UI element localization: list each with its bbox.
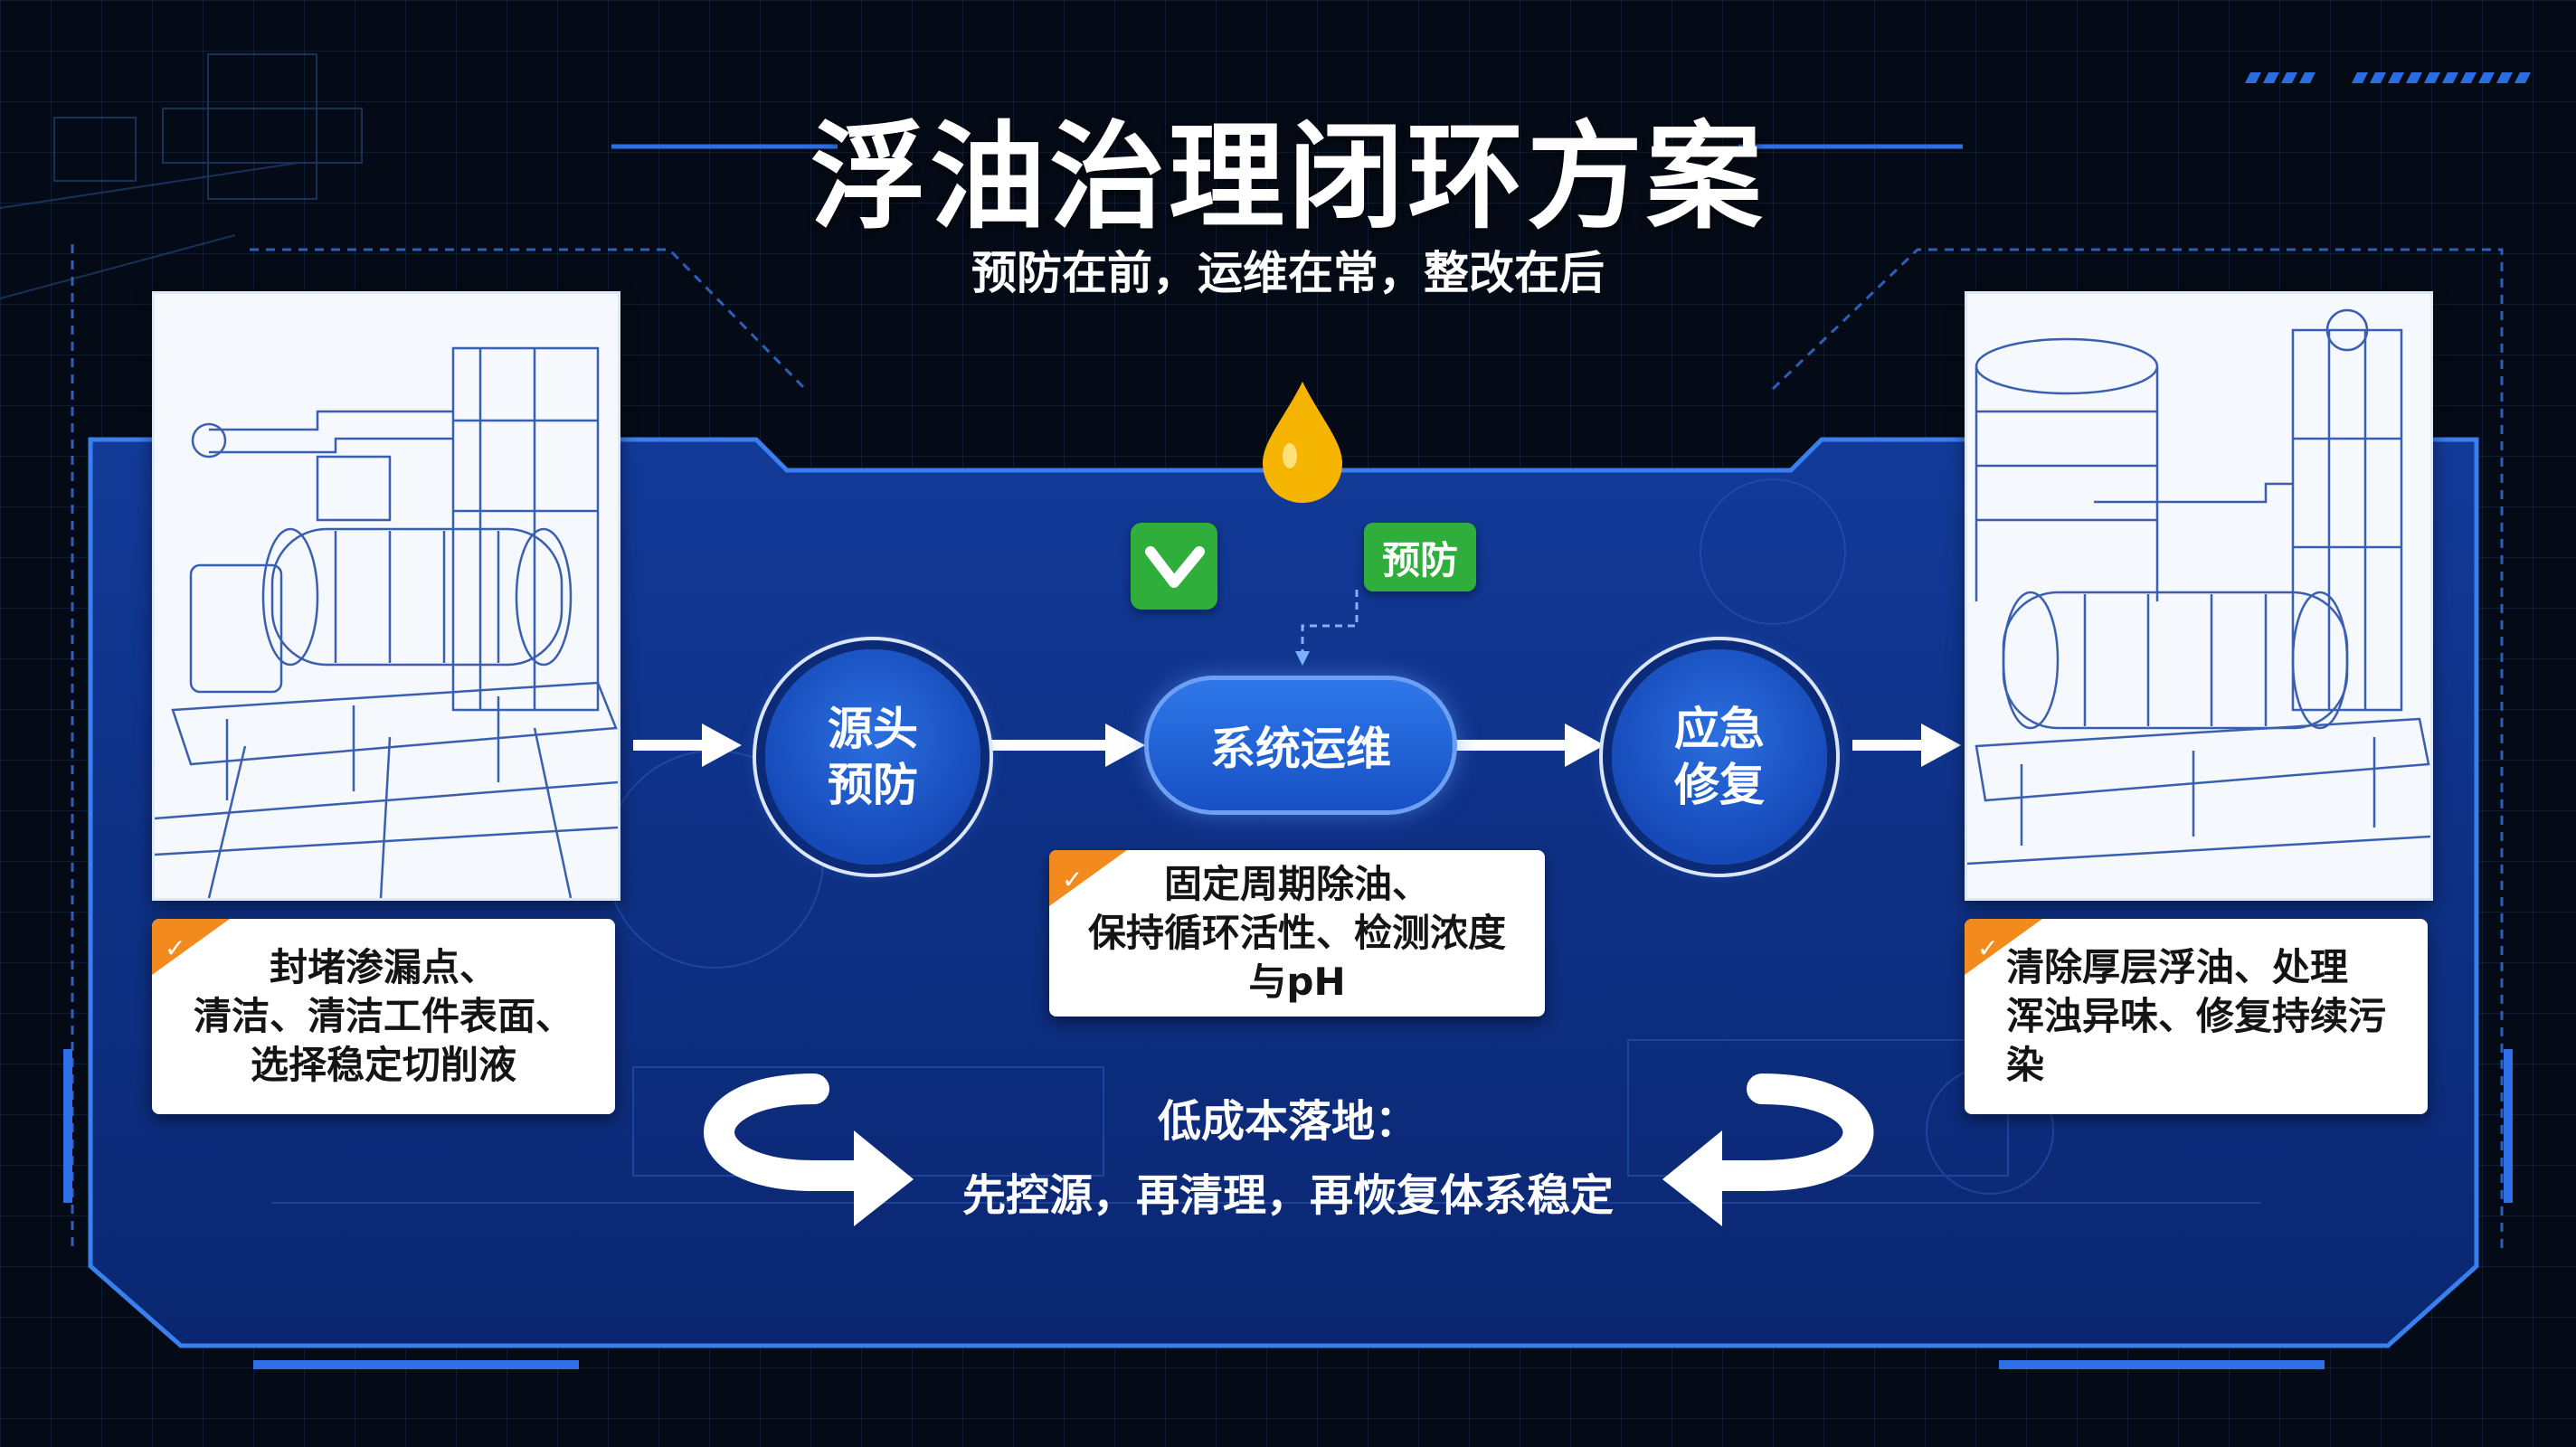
low-cost-heading: 低成本落地： [1157, 1096, 1418, 1147]
blueprint-decoration-left [0, 53, 363, 299]
page-subtitle: 预防在前，运维在常，整改在后 [971, 247, 1605, 299]
card-center-line-1: 固定周期除油、 [1163, 862, 1430, 906]
card-emergency-repair: ✓ 清除厚层浮油、处理 浑浊异味、修复持续污 染 [1965, 919, 2428, 1114]
flow-arrows [633, 724, 1961, 767]
equipment-sketch-right [1965, 291, 2433, 901]
card-source-prevention: ✓ 封堵渗漏点、 清洁、清洁工件表面、 选择稳定切削液 [152, 919, 615, 1114]
bottom-bar-right [1999, 1360, 2325, 1369]
node-source-prevention-line-1: 源头 [828, 703, 918, 755]
card-left-line-2: 清洁、清洁工件表面、 [193, 994, 573, 1038]
card-right-line-1: 清除厚层浮油、处理 [2005, 945, 2348, 989]
card-left-line-3: 选择稳定切削液 [250, 1043, 516, 1087]
checkmark-icon [1145, 546, 1205, 588]
bottom-bar-left [253, 1360, 579, 1369]
page-title: 浮油治理闭环方案 [810, 110, 1766, 245]
arrow-right-icon [633, 724, 742, 767]
card-right-line-2: 浑浊异味、修复持续污 [2005, 994, 2386, 1038]
node-source-prevention: 源头 预防 [765, 649, 980, 865]
low-cost-summary: 先控源，再清理，再恢复体系稳定 [961, 1170, 1614, 1221]
oil-drop-icon [1263, 382, 1342, 503]
node-emergency-repair-line-1: 应急 [1674, 703, 1765, 755]
green-check-badge [1131, 523, 1217, 610]
stripe-decoration-top-right [2245, 72, 2531, 83]
card-left-line-1: 封堵渗漏点、 [269, 945, 497, 989]
card-system-maintenance: ✓ 固定周期除油、 保持循环活性、检测浓度与pH [1049, 850, 1545, 1017]
arrow-right-icon [1852, 724, 1961, 767]
equipment-sketch-left [152, 291, 620, 901]
curved-return-arrow-icon [1662, 1073, 1874, 1226]
node-system-maintenance: 系统运维 [1149, 680, 1453, 810]
arrow-right-icon [1451, 724, 1605, 767]
arrow-right-icon [991, 724, 1145, 767]
card-right-line-3: 染 [2005, 1043, 2044, 1087]
card-center-line-2: 保持循环活性、检测浓度与pH [1087, 911, 1506, 1004]
node-emergency-repair-line-2: 修复 [1674, 759, 1765, 811]
node-emergency-repair: 应急 修复 [1612, 649, 1827, 865]
curved-return-arrow-icon [704, 1073, 914, 1226]
prevention-badge: 预防 [1364, 523, 1476, 591]
node-source-prevention-line-2: 预防 [828, 759, 918, 811]
